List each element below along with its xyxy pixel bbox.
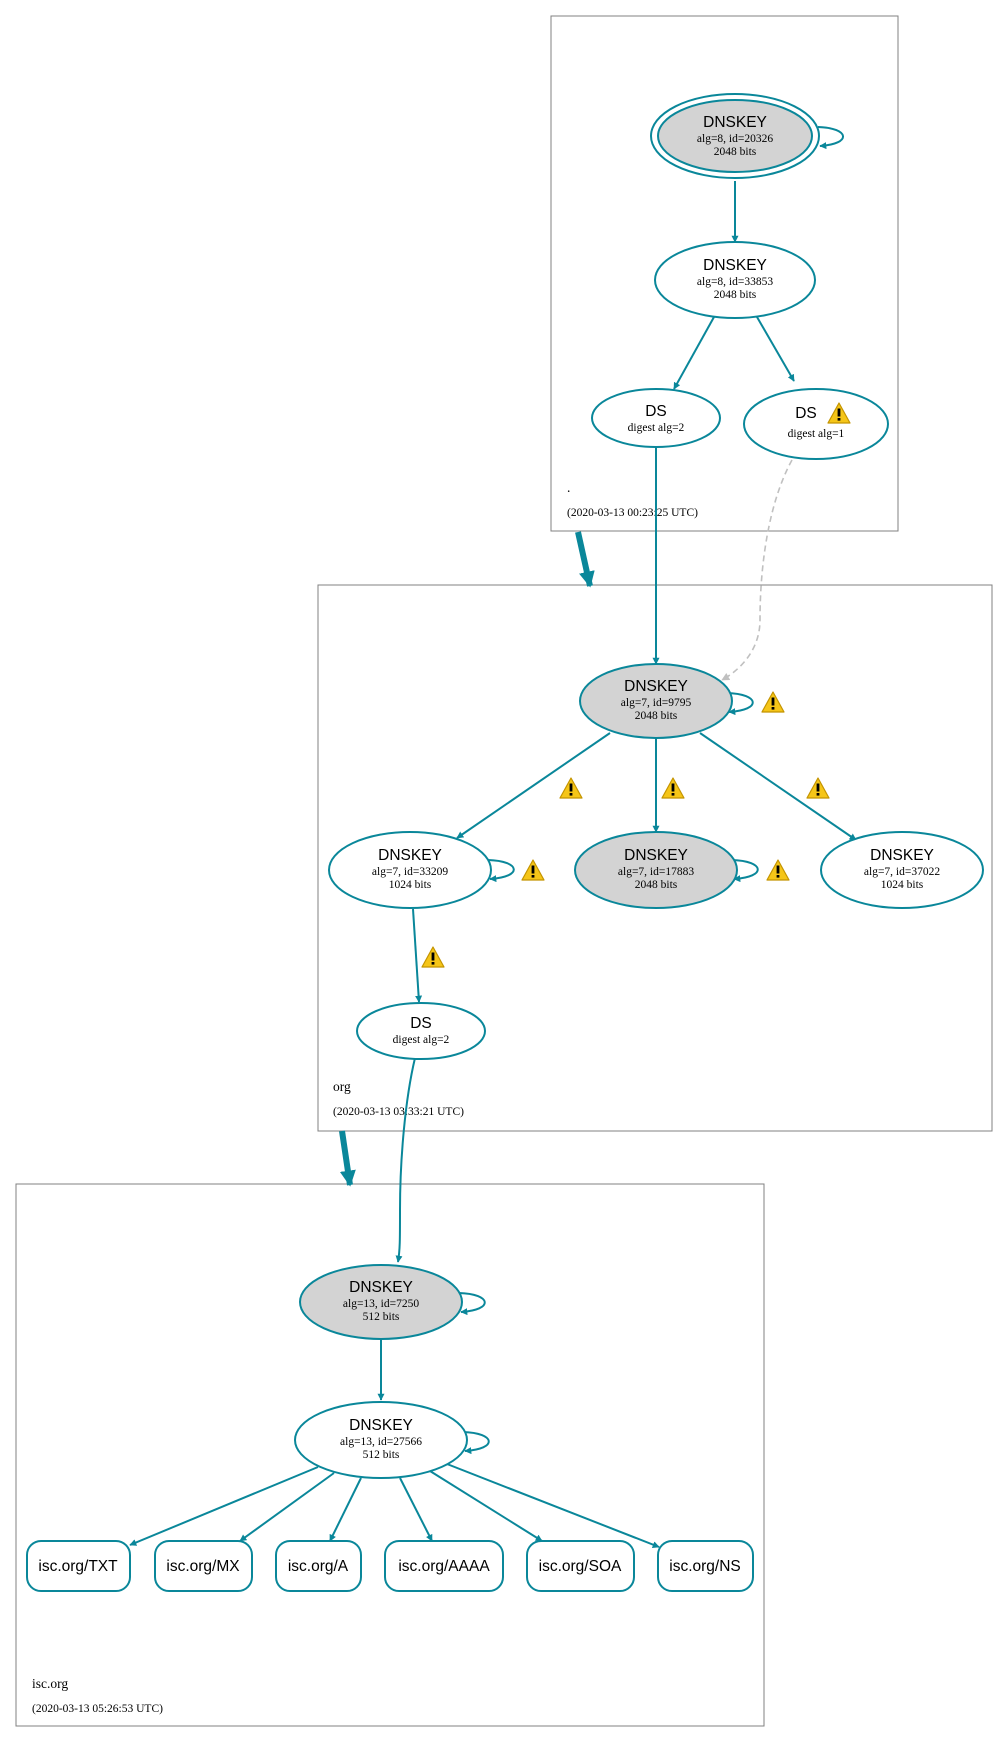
rrset-isc-org-ns[interactable]: isc.org/NS [657, 1540, 754, 1592]
node-detail-line2: 2048 bits [714, 146, 757, 158]
zone-isc-org-box [15, 1183, 765, 1727]
rrset-isc-org-a[interactable]: isc.org/A [275, 1540, 362, 1592]
node-detail-line1: alg=7, id=9795 [621, 697, 692, 709]
self-loop-isc-zsk-27566 [462, 1431, 490, 1455]
self-loop-org-33209 [487, 859, 515, 883]
node-detail-line2: 512 bits [363, 1449, 400, 1461]
edge-root-zsk-to-ds1 [756, 316, 795, 382]
node-detail-line1: digest alg=2 [628, 422, 685, 434]
edge-org-ksk-to-33209 [456, 732, 611, 839]
node-detail-line1: alg=13, id=27566 [340, 1436, 422, 1448]
node-type-label: DNSKEY [703, 114, 767, 131]
node-org-dnskey-37022[interactable]: DNSKEY alg=7, id=37022 1024 bits [820, 831, 984, 909]
node-org-dnskey-9795[interactable]: DNSKEY alg=7, id=9795 2048 bits [579, 663, 733, 739]
rrset-label: isc.org/NS [669, 1558, 741, 1575]
node-type-label: DNSKEY [349, 1279, 413, 1296]
node-org-dnskey-33209[interactable]: DNSKEY alg=7, id=33209 1024 bits [328, 831, 492, 909]
edge-isc-zsk-to-txt [129, 1466, 319, 1546]
node-detail-line1: alg=8, id=20326 [697, 133, 773, 145]
node-detail-line2: 2048 bits [635, 710, 678, 722]
node-root-ds-alg1[interactable]: DS digest alg=1 [743, 388, 889, 460]
self-loop-root-ksk [817, 126, 844, 150]
delegation-arrow-org-to-isc-org [339, 1130, 356, 1187]
node-detail-line2: 2048 bits [635, 879, 678, 891]
node-type-label: DNSKEY [378, 847, 442, 864]
edge-root-ds1-to-org-ksk-insecure [721, 459, 793, 681]
edge-org-ksk-to-37022 [699, 732, 857, 841]
rrset-label: isc.org/A [288, 1558, 349, 1575]
edge-isc-zsk-to-a [329, 1477, 362, 1542]
self-loop-org-ksk-9795 [726, 692, 754, 716]
node-detail-line2: 512 bits [363, 1311, 400, 1323]
zone-root-timestamp: (2020-03-13 00:23:25 UTC) [567, 507, 698, 519]
edge-isc-zsk-to-mx [239, 1472, 335, 1542]
node-isc-dnskey-27566[interactable]: DNSKEY alg=13, id=27566 512 bits [294, 1401, 468, 1479]
rrset-label: isc.org/MX [166, 1558, 240, 1575]
warning-icon [766, 859, 790, 881]
rrset-label: isc.org/SOA [539, 1558, 622, 1575]
edge-org-33209-to-ds [412, 908, 423, 1003]
rrset-isc-org-soa[interactable]: isc.org/SOA [526, 1540, 635, 1592]
node-detail-line1: alg=7, id=17883 [618, 866, 694, 878]
rrset-label: isc.org/AAAA [398, 1558, 490, 1575]
node-type-label: DNSKEY [624, 678, 688, 695]
warning-icon [421, 946, 445, 968]
node-type-label: DNSKEY [870, 847, 934, 864]
zone-org-timestamp: (2020-03-13 03:33:21 UTC) [333, 1106, 464, 1118]
edge-root-zsk-to-ds2 [673, 316, 715, 390]
node-detail-line2: 2048 bits [714, 289, 757, 301]
node-root-ds-alg2[interactable]: DS digest alg=2 [591, 388, 721, 448]
node-detail-line1: alg=13, id=7250 [343, 1298, 419, 1310]
edge-org-ds-to-isc-ksk [395, 1057, 416, 1263]
node-detail-line2: 1024 bits [389, 879, 432, 891]
node-type-label: DS [645, 403, 667, 420]
zone-root-name: . [567, 480, 570, 495]
node-type-label: DNSKEY [624, 847, 688, 864]
self-loop-org-17883 [731, 859, 759, 883]
edge-isc-zsk-to-aaaa [399, 1477, 433, 1542]
warning-icon [806, 777, 830, 799]
node-detail-line1: alg=7, id=37022 [864, 866, 940, 878]
warning-icon [761, 691, 785, 713]
delegation-arrow-root-to-org [575, 531, 595, 588]
edge-isc-zsk-to-soa [429, 1470, 543, 1542]
node-root-dnskey-20326[interactable]: DNSKEY alg=8, id=20326 2048 bits [650, 93, 820, 179]
node-detail-line2: 1024 bits [881, 879, 924, 891]
rrset-isc-org-aaaa[interactable]: isc.org/AAAA [384, 1540, 504, 1592]
node-root-dnskey-33853[interactable]: DNSKEY alg=8, id=33853 2048 bits [654, 241, 816, 319]
node-detail-line1: alg=7, id=33209 [372, 866, 448, 878]
self-loop-isc-ksk-7250 [458, 1292, 486, 1316]
rrset-label: isc.org/TXT [38, 1558, 118, 1575]
node-org-ds-alg2[interactable]: DS digest alg=2 [356, 1002, 486, 1060]
rrset-isc-org-mx[interactable]: isc.org/MX [154, 1540, 253, 1592]
warning-icon [559, 777, 583, 799]
zone-org-name: org [333, 1079, 351, 1094]
node-type-label: DNSKEY [349, 1417, 413, 1434]
zone-isc-org-name: isc.org [32, 1676, 68, 1691]
rrset-isc-org-txt[interactable]: isc.org/TXT [26, 1540, 131, 1592]
zone-isc-org-timestamp: (2020-03-13 05:26:53 UTC) [32, 1703, 163, 1715]
node-isc-dnskey-7250[interactable]: DNSKEY alg=13, id=7250 512 bits [299, 1264, 463, 1340]
warning-icon [661, 777, 685, 799]
zone-root-box [550, 15, 899, 532]
node-type-label: DS [795, 405, 817, 422]
node-detail-line1: digest alg=2 [393, 1034, 450, 1046]
node-type-label: DS [410, 1015, 432, 1032]
node-type-label: DNSKEY [703, 257, 767, 274]
node-detail-line1: digest alg=1 [788, 428, 845, 440]
node-org-dnskey-17883[interactable]: DNSKEY alg=7, id=17883 2048 bits [574, 831, 738, 909]
node-detail-line1: alg=8, id=33853 [697, 276, 773, 288]
warning-icon [521, 859, 545, 881]
edge-isc-zsk-to-ns [446, 1463, 660, 1548]
